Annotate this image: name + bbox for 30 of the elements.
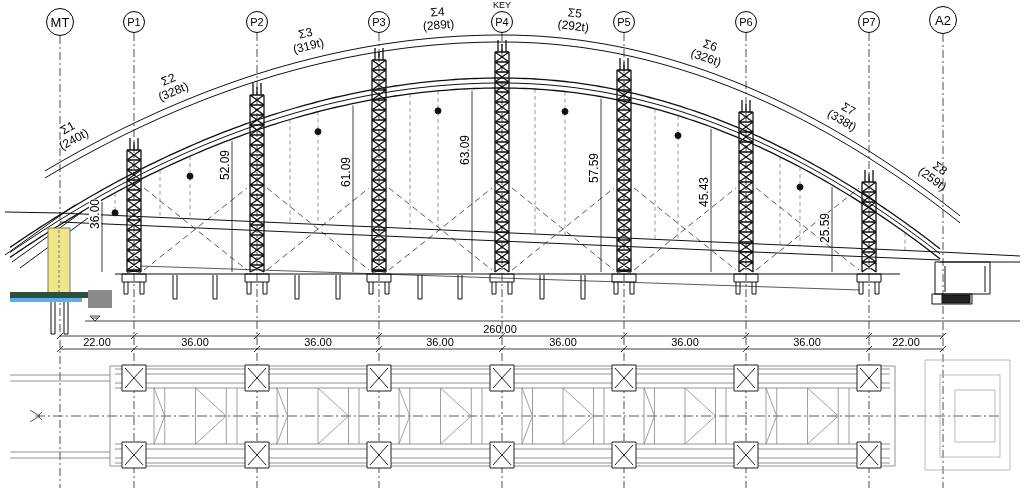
height-dimension: 61.09 — [340, 157, 352, 187]
segment-weight-label: Σ4 (289t) — [421, 3, 457, 34]
grid-axis-bubble: P5 — [613, 11, 635, 33]
span-dimension: 36.00 — [181, 336, 209, 348]
height-dimension: 52.09 — [219, 150, 231, 180]
height-dimension: 57.59 — [588, 153, 600, 183]
span-dimension: 22.00 — [83, 336, 111, 348]
segment-weight-label: Σ5 (292t) — [556, 4, 591, 36]
span-dimension: 22.00 — [892, 336, 920, 348]
span-dimension: 36.00 — [549, 336, 577, 348]
height-dimension: 25.59 — [819, 213, 831, 243]
height-dimension: 45.43 — [698, 177, 710, 207]
segment-weight-label: Σ6 (326t) — [688, 35, 725, 71]
segment-weight-label: Σ3 (319t) — [290, 23, 327, 58]
span-dimension: 36.00 — [671, 336, 699, 348]
grid-axis-bubble: A2 — [929, 6, 957, 34]
grid-axis-bubble: P2 — [246, 11, 268, 33]
grid-axis-bubble: P3 — [368, 11, 390, 33]
grid-axis-bubble: P7 — [858, 11, 880, 33]
height-dimension: 63.09 — [459, 135, 471, 165]
grid-axis-bubble: P1 — [123, 11, 145, 33]
grid-axis-bubble: MT — [46, 8, 74, 36]
span-dimension: 36.00 — [426, 336, 454, 348]
key-note: KEY — [493, 1, 511, 10]
grid-axis-bubble: P4 — [491, 11, 513, 33]
span-dimension: 260.00 — [483, 323, 517, 335]
span-dimension: 36.00 — [304, 336, 332, 348]
grid-axis-bubble: P6 — [735, 11, 757, 33]
span-dimension: 36.00 — [793, 336, 821, 348]
height-dimension: 36.00 — [89, 199, 101, 229]
